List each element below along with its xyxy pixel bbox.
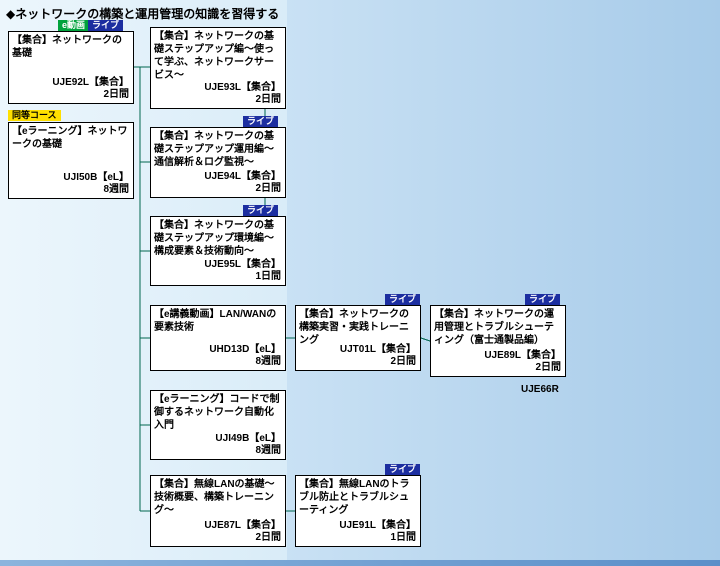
course-title: 【集合】無線LANのトラブル防止とトラブルシューティング	[299, 479, 410, 516]
evideo-badge: e動画	[58, 20, 90, 31]
course-box-uji49b[interactable]: 【eラーニング】コードで制御するネットワーク自動化入門 UJI49B【eL】 8…	[150, 390, 286, 460]
live-badge-uje92l: ライブ	[88, 20, 124, 31]
course-box-uje93l[interactable]: 【集合】ネットワークの基礎ステップアップ編～使って学ぶ、ネットワークサービス～ …	[150, 27, 286, 109]
course-code: UJE93L【集合】	[204, 82, 281, 93]
course-title: 【集合】ネットワークの基礎ステップアップ運用編～通信解析＆ログ監視～	[154, 131, 274, 168]
course-duration: 1日間	[390, 532, 416, 543]
course-code: UJT01L【集合】	[339, 344, 416, 355]
course-box-uje89l[interactable]: 【集合】ネットワークの運用管理とトラブルシューティング（富士通製品編） UJE8…	[430, 305, 566, 377]
course-code: UJI50B【eL】	[63, 172, 129, 183]
live-badge-uje89l: ライブ	[525, 294, 561, 305]
course-box-uje87l[interactable]: 【集合】無線LANの基礎～技術概要、構築トレーニング～ UJE87L【集合】 2…	[150, 475, 286, 547]
course-box-uji50b[interactable]: 【eラーニング】ネットワークの基礎 UJI50B【eL】 8週間	[8, 122, 134, 199]
course-title: 【e講義動画】LAN/WANの要素技術	[154, 309, 277, 333]
background-bottom-strip	[0, 560, 720, 566]
live-badge-uje91l: ライブ	[385, 464, 421, 475]
course-code-uje66r: UJE66R	[521, 384, 559, 395]
page-title: ◆ネットワークの構築と運用管理の知識を習得する	[6, 7, 280, 21]
course-box-uhd13d[interactable]: 【e講義動画】LAN/WANの要素技術 UHD13D【eL】 8週間	[150, 305, 286, 371]
course-title: 【eラーニング】コードで制御するネットワーク自動化入門	[154, 394, 280, 431]
course-meta: UHD13D【eL】 8週間	[209, 344, 281, 368]
course-title: 【集合】ネットワークの構築実習・実践トレーニング	[299, 309, 409, 346]
course-title: 【集合】ネットワークの基礎	[12, 35, 122, 59]
course-box-uje94l[interactable]: 【集合】ネットワークの基礎ステップアップ運用編～通信解析＆ログ監視～ UJE94…	[150, 127, 286, 198]
equivalent-course-badge: 同等コース	[8, 110, 61, 121]
course-code: UJE87L【集合】	[204, 520, 281, 531]
course-title: 【集合】ネットワークの基礎ステップアップ編～使って学ぶ、ネットワークサービス～	[154, 31, 274, 81]
course-duration: 2日間	[255, 183, 281, 194]
course-meta: UJE89L【集合】 2日間	[484, 350, 561, 374]
course-box-uje95l[interactable]: 【集合】ネットワークの基礎ステップアップ環境編～構成要素＆技術動向～ UJE95…	[150, 216, 286, 286]
course-meta: UJE94L【集合】 2日間	[204, 171, 281, 195]
course-meta: UJE92L【集合】 2日間	[52, 77, 129, 101]
course-code: UJE95L【集合】	[204, 259, 281, 270]
course-duration: 2日間	[390, 356, 416, 367]
course-code: UHD13D【eL】	[209, 344, 281, 355]
course-box-ujt01l[interactable]: 【集合】ネットワークの構築実習・実践トレーニング UJT01L【集合】 2日間	[295, 305, 421, 371]
course-duration: 2日間	[535, 362, 561, 373]
course-code: UJE94L【集合】	[204, 171, 281, 182]
live-badge-uje95l: ライブ	[243, 205, 279, 216]
course-code: UJI49B【eL】	[215, 433, 281, 444]
course-code: UJE92L【集合】	[52, 77, 129, 88]
course-meta: UJI49B【eL】 8週間	[215, 433, 281, 457]
course-duration: 8週間	[255, 445, 281, 456]
course-title: 【集合】無線LANの基礎～技術概要、構築トレーニング～	[154, 479, 275, 516]
course-box-uje91l[interactable]: 【集合】無線LANのトラブル防止とトラブルシューティング UJE91L【集合】 …	[295, 475, 421, 547]
course-duration: 8週間	[103, 184, 129, 195]
course-meta: UJT01L【集合】 2日間	[340, 344, 416, 368]
course-code: UJE89L【集合】	[484, 350, 561, 361]
course-duration: 2日間	[255, 94, 281, 105]
live-badge-ujt01l: ライブ	[385, 294, 421, 305]
course-box-uje92l[interactable]: 【集合】ネットワークの基礎 UJE92L【集合】 2日間	[8, 31, 134, 104]
course-title: 【集合】ネットワークの運用管理とトラブルシューティング（富士通製品編）	[434, 309, 554, 346]
course-title: 【eラーニング】ネットワークの基礎	[12, 126, 128, 150]
course-meta: UJI50B【eL】 8週間	[63, 172, 129, 196]
background-right-panel	[287, 0, 720, 566]
course-title: 【集合】ネットワークの基礎ステップアップ環境編～構成要素＆技術動向～	[154, 220, 274, 257]
course-code: UJE91L【集合】	[339, 520, 416, 531]
live-badge-uje94l: ライブ	[243, 116, 279, 127]
course-meta: UJE95L【集合】 1日間	[204, 259, 281, 283]
course-meta: UJE93L【集合】 2日間	[204, 82, 281, 106]
course-duration: 1日間	[255, 271, 281, 282]
course-duration: 2日間	[255, 532, 281, 543]
course-meta: UJE87L【集合】 2日間	[204, 520, 281, 544]
course-duration: 2日間	[103, 89, 129, 100]
course-duration: 8週間	[255, 356, 281, 367]
course-meta: UJE91L【集合】 1日間	[339, 520, 416, 544]
